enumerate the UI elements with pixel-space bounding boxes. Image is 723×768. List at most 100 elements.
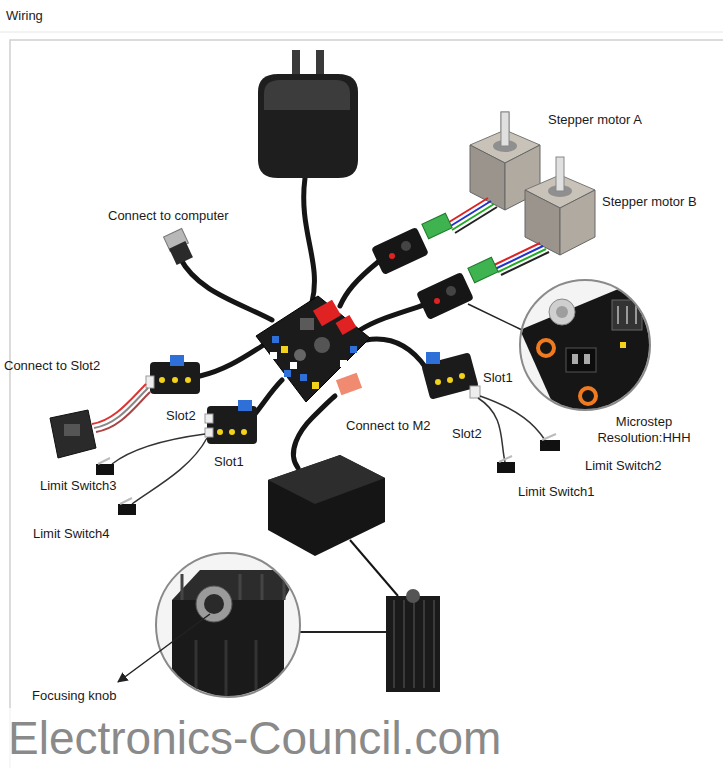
zoom-callout	[520, 280, 700, 420]
part-label: Focusing knob	[30, 688, 119, 704]
zoom-callout	[468, 280, 700, 420]
stepper-motor	[560, 190, 595, 255]
power-adapter	[258, 50, 358, 178]
terminal-block	[422, 213, 498, 282]
controller-board	[284, 370, 291, 377]
controller-board	[336, 373, 362, 396]
stepper-driver	[446, 286, 456, 296]
zoom-callout	[283, 574, 286, 600]
switch-module	[447, 377, 453, 383]
switch-wire	[478, 398, 505, 462]
motor-wire	[446, 198, 549, 275]
stepper-driver	[371, 227, 429, 275]
switch-module	[146, 355, 200, 394]
limit-switch	[497, 434, 560, 473]
controller-board	[314, 337, 330, 353]
switch-wire	[132, 438, 207, 504]
controller-board	[312, 382, 319, 389]
part-label: Stepper motor B	[602, 194, 697, 210]
switch-module	[426, 352, 440, 364]
power-adapter	[264, 80, 350, 110]
limit-switch	[540, 440, 560, 451]
controller-board	[340, 360, 347, 367]
usb-plug	[164, 229, 193, 265]
zoom-callout	[566, 348, 596, 372]
zoom-callout	[580, 388, 596, 404]
slot-label: Slot1	[483, 370, 513, 386]
sensor	[50, 410, 96, 458]
window-frame	[0, 32, 723, 33]
motor-wire	[501, 252, 549, 275]
switch-module	[205, 428, 213, 437]
sensor	[50, 410, 96, 458]
switch-wire	[480, 396, 545, 440]
sensor	[64, 424, 80, 436]
ribbon-cable	[94, 388, 148, 428]
switch-module	[205, 400, 257, 444]
controller-board	[270, 352, 277, 359]
window-frame	[0, 32, 723, 768]
zoom-callout	[612, 300, 642, 330]
connection-note: Connect to Slot2	[4, 358, 100, 374]
switch-module	[207, 406, 257, 444]
limit-switch	[499, 456, 512, 462]
ribbon-cable	[96, 392, 150, 432]
zoom-callout	[572, 354, 578, 364]
zoom-callout	[204, 594, 224, 614]
stepper-motor	[525, 157, 595, 255]
laser-module	[403, 600, 405, 688]
part-label: Limit Switch2	[585, 458, 662, 474]
controller-board	[256, 296, 370, 402]
zoom-callout	[538, 340, 554, 356]
motor-wire	[452, 204, 494, 230]
zoom-callout	[626, 306, 628, 324]
zoom-callout	[261, 574, 264, 600]
connection-note: Connect to computer	[108, 208, 229, 224]
zoom-callout	[520, 280, 700, 420]
limit-switch	[542, 434, 556, 440]
controller-board	[300, 318, 314, 330]
window-title: Wiring	[6, 8, 43, 23]
switch-module	[185, 377, 191, 383]
connection-note: Connect to M2	[346, 418, 431, 434]
zoom-callout	[620, 342, 626, 348]
zoom-callout	[468, 304, 522, 330]
terminal-block	[422, 213, 452, 238]
limit-switch	[96, 464, 114, 475]
switch-module	[470, 386, 480, 398]
switch-wire	[112, 434, 207, 504]
motor-wire	[498, 249, 546, 272]
laser-driver	[268, 455, 385, 504]
controller-board	[294, 349, 306, 361]
laser-module	[413, 600, 415, 688]
laser-module	[386, 589, 440, 692]
stepper-motor	[470, 145, 505, 210]
switch-module	[435, 379, 441, 385]
window-frame	[10, 40, 723, 768]
zoom-callout	[196, 586, 232, 622]
laser-module	[386, 596, 440, 692]
stepper-driver	[371, 227, 474, 320]
power-adapter	[316, 50, 324, 78]
switch-module	[150, 362, 200, 394]
part-label: Stepper motor A	[548, 112, 642, 128]
watermark: Electronics-Council.com	[0, 708, 511, 768]
limit-switch	[98, 458, 110, 464]
cable	[200, 346, 262, 376]
zoom-callout	[556, 306, 568, 318]
switch-module	[205, 414, 213, 423]
zoom-callout	[118, 553, 386, 720]
controller-board	[300, 374, 307, 381]
power-adapter	[258, 74, 358, 178]
zoom-callout	[172, 570, 300, 600]
part-label: Limit Switch3	[40, 478, 117, 494]
stepper-motor	[556, 157, 564, 191]
switch-module	[229, 429, 235, 435]
limit-switch	[118, 504, 136, 515]
limit-switch	[120, 498, 132, 504]
limit-switch	[497, 462, 515, 473]
power-adapter	[292, 50, 300, 78]
switch-module	[459, 373, 465, 379]
laser-module	[433, 600, 435, 688]
zoom-callout	[172, 570, 300, 720]
